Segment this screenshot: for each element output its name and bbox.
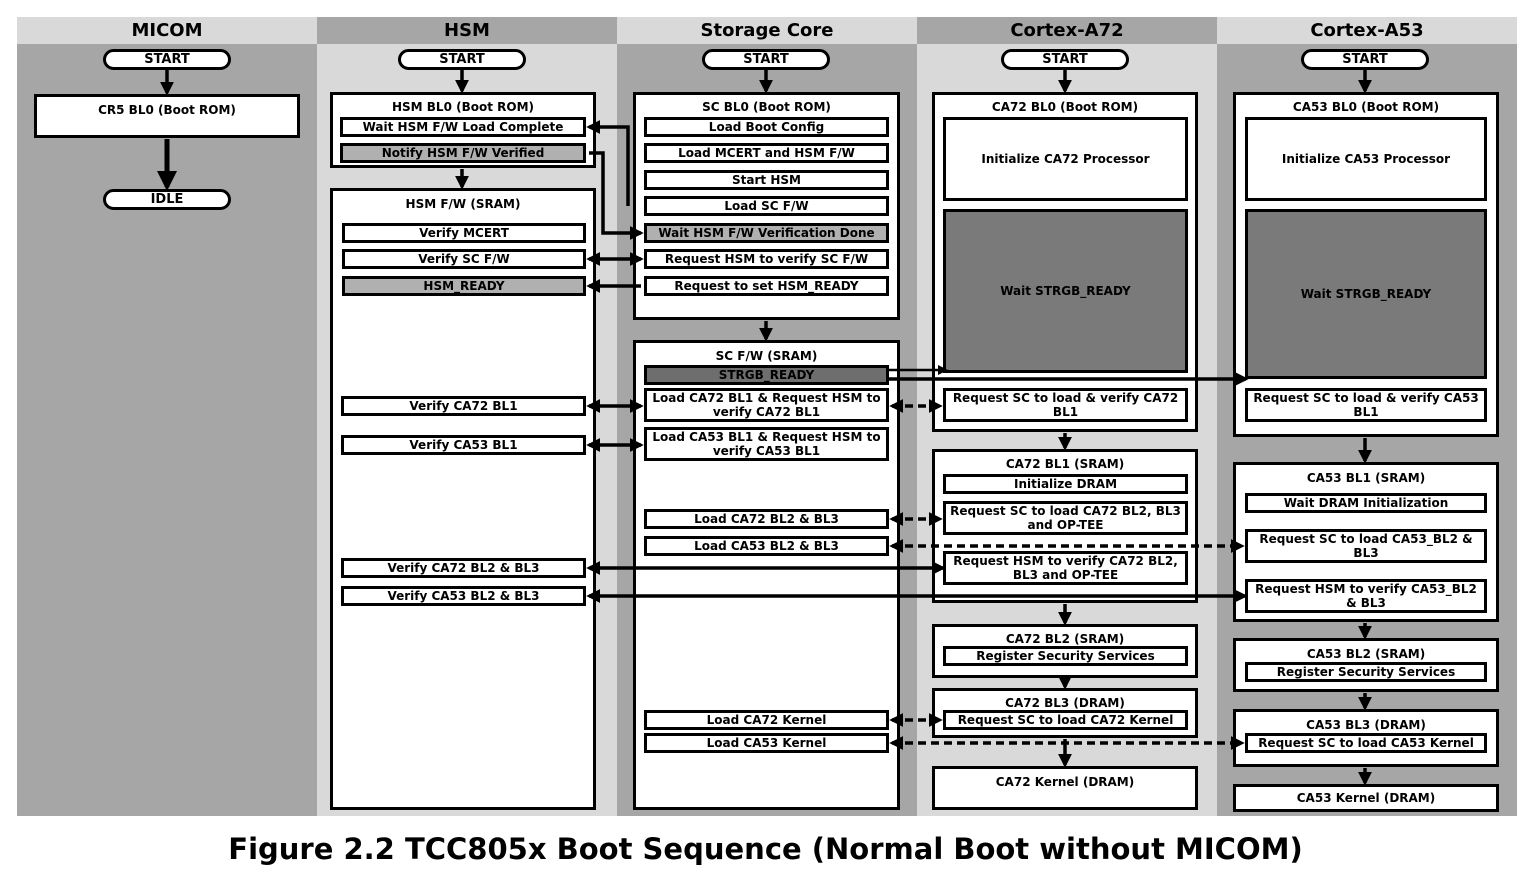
ca53-kernel-box: CA53 Kernel (DRAM): [1233, 784, 1499, 812]
lane-header-cortex-a72: Cortex-A72: [917, 17, 1217, 44]
lane-header-hsm: HSM: [317, 17, 617, 44]
ca53-bl1-title: CA53 BL1 (SRAM): [1306, 471, 1426, 485]
sc-load-ca72-bl23: Load CA72 BL2 & BL3: [644, 509, 889, 529]
ca53-request-bl1: Request SC to load & verify CA53 BL1: [1245, 388, 1487, 422]
start-node-hsm: START: [398, 49, 526, 70]
ca53-bl3-title: CA53 BL3 (DRAM): [1306, 718, 1426, 732]
ca72-init-dram: Initialize DRAM: [943, 474, 1188, 494]
sc-load-boot-config: Load Boot Config: [644, 117, 889, 137]
ca53-init-processor: Initialize CA53 Processor: [1245, 117, 1487, 201]
start-node-storage-core: START: [702, 49, 830, 70]
sc-strgb-ready: STRGB_READY: [644, 365, 889, 385]
hsm-fw-title: HSM F/W (SRAM): [405, 197, 521, 211]
hsm-verify-sc-fw: Verify SC F/W: [342, 249, 586, 269]
ca53-request-load-bl23: Request SC to load CA53_BL2 & BL3: [1245, 529, 1487, 563]
ca72-kernel-box: CA72 Kernel (DRAM): [932, 766, 1198, 810]
ca53-wait-strgb-ready: Wait STRGB_READY: [1245, 209, 1487, 379]
sc-load-ca53-kernel: Load CA53 Kernel: [644, 733, 889, 753]
ca72-register-security: Register Security Services: [943, 646, 1188, 666]
ca53-request-verify-bl23: Request HSM to verify CA53_BL2 & BL3: [1245, 579, 1487, 613]
lane-micom: [17, 44, 317, 816]
sc-load-ca72-bl1: Load CA72 BL1 & Request HSM to verify CA…: [644, 388, 889, 422]
sc-load-mcert: Load MCERT and HSM F/W: [644, 143, 889, 163]
sc-request-set-hsm-ready: Request to set HSM_READY: [644, 276, 889, 296]
sc-start-hsm: Start HSM: [644, 170, 889, 190]
sc-wait-hsm-verification: Wait HSM F/W Verification Done: [644, 223, 889, 243]
sc-bl0-title: SC BL0 (Boot ROM): [702, 100, 831, 114]
cr5-bl0-title: CR5 BL0 (Boot ROM): [98, 103, 236, 117]
sc-fw-title: SC F/W (SRAM): [715, 349, 818, 363]
ca72-request-load-bl23: Request SC to load CA72 BL2, BL3 and OP-…: [943, 501, 1188, 535]
ca53-kernel-title: CA53 Kernel (DRAM): [1296, 791, 1436, 805]
figure-caption: Figure 2.2 TCC805x Boot Sequence (Normal…: [228, 832, 1303, 866]
ca72-bl1-title: CA72 BL1 (SRAM): [1005, 457, 1125, 471]
hsm-wait-fw-load: Wait HSM F/W Load Complete: [340, 117, 586, 137]
start-node-cortex-a72: START: [1001, 49, 1129, 70]
hsm-verify-mcert: Verify MCERT: [342, 223, 586, 243]
sc-load-ca72-kernel: Load CA72 Kernel: [644, 710, 889, 730]
ca72-request-bl1: Request SC to load & verify CA72 BL1: [943, 388, 1188, 422]
ca53-bl2-title: CA53 BL2 (SRAM): [1306, 647, 1426, 661]
ca72-request-kernel: Request SC to load CA72 Kernel: [943, 710, 1188, 730]
ca72-init-processor: Initialize CA72 Processor: [943, 117, 1188, 201]
sc-load-sc-fw: Load SC F/W: [644, 196, 889, 216]
ca53-wait-dram-init: Wait DRAM Initialization: [1245, 493, 1487, 513]
lane-header-cortex-a53: Cortex-A53: [1217, 17, 1517, 44]
ca72-bl0-title: CA72 BL0 (Boot ROM): [991, 100, 1139, 114]
sc-load-ca53-bl1: Load CA53 BL1 & Request HSM to verify CA…: [644, 427, 889, 461]
hsm-verify-ca72-bl1: Verify CA72 BL1: [341, 396, 586, 416]
cr5-bl0-box: CR5 BL0 (Boot ROM): [34, 94, 300, 138]
lane-header-storage-core: Storage Core: [617, 17, 917, 44]
start-node-micom: START: [103, 49, 231, 70]
hsm-verify-ca53-bl1: Verify CA53 BL1: [341, 435, 586, 455]
hsm-notify-fw-verified: Notify HSM F/W Verified: [340, 143, 586, 163]
ca53-request-kernel: Request SC to load CA53 Kernel: [1245, 733, 1487, 753]
start-node-cortex-a53: START: [1301, 49, 1429, 70]
ca72-request-verify-bl23: Request HSM to verify CA72 BL2, BL3 and …: [943, 551, 1188, 585]
lane-header-micom: MICOM: [17, 17, 317, 44]
hsm-verify-ca53-bl23: Verify CA53 BL2 & BL3: [341, 586, 586, 606]
ca53-bl0-title: CA53 BL0 (Boot ROM): [1292, 100, 1440, 114]
ca72-wait-strgb-ready: Wait STRGB_READY: [943, 209, 1188, 373]
ca72-bl2-title: CA72 BL2 (SRAM): [1005, 632, 1125, 646]
hsm-verify-ca72-bl23: Verify CA72 BL2 & BL3: [341, 558, 586, 578]
ca72-bl3-title: CA72 BL3 (DRAM): [1005, 696, 1125, 710]
hsm-ready: HSM_READY: [342, 276, 586, 296]
ca53-register-security: Register Security Services: [1245, 662, 1487, 682]
sc-load-ca53-bl23: Load CA53 BL2 & BL3: [644, 536, 889, 556]
ca72-kernel-title: CA72 Kernel (DRAM): [995, 775, 1135, 789]
idle-node: IDLE: [103, 189, 231, 210]
sc-request-verify-sc-fw: Request HSM to verify SC F/W: [644, 249, 889, 269]
hsm-bl0-title: HSM BL0 (Boot ROM): [391, 100, 535, 114]
